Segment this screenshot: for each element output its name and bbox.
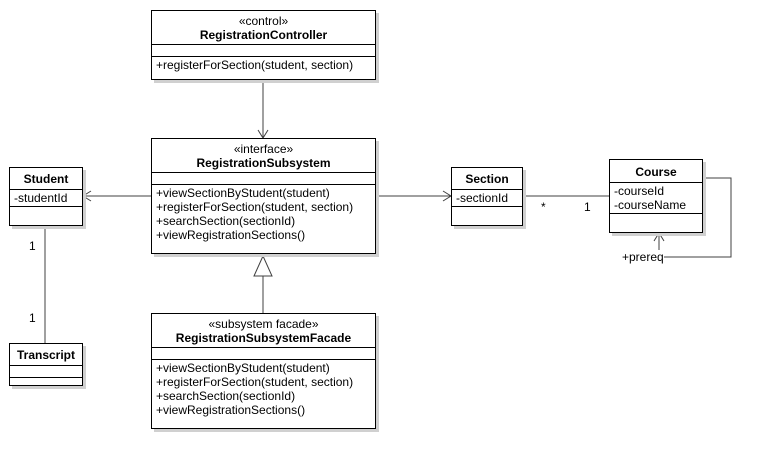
course-multiplicity: 1 <box>584 200 591 214</box>
attribute: -courseName <box>614 198 687 212</box>
class-registration-subsystem[interactable]: «interface» RegistrationSubsystem +viewS… <box>151 138 376 254</box>
operation: +viewRegistrationSections() <box>156 228 306 242</box>
stereotype-label: «subsystem facade» <box>208 317 319 331</box>
class-transcript[interactable]: Transcript <box>9 343 83 386</box>
class-name: Transcript <box>16 348 76 362</box>
operations-section <box>10 378 82 389</box>
operation: +viewRegistrationSections() <box>156 403 306 417</box>
operations-section <box>610 214 702 225</box>
attribute: -courseId <box>614 184 665 198</box>
prereq-role-label: +prereq <box>622 250 664 264</box>
class-registration-subsystem-facade[interactable]: «subsystem facade» RegistrationSubsystem… <box>151 313 376 429</box>
class-section[interactable]: Section -sectionId <box>451 167 523 226</box>
class-course[interactable]: Course -courseId -courseName <box>609 159 703 233</box>
class-name: RegistrationSubsystemFacade <box>175 331 352 345</box>
attributes-section <box>10 366 82 378</box>
course-prereq-arrowhead <box>653 232 665 242</box>
class-student[interactable]: Student -studentId <box>9 167 83 226</box>
subsystem-to-student-arrowhead <box>82 190 92 202</box>
operation: +registerForSection(student, section) <box>156 375 354 389</box>
class-name: Student <box>23 172 69 186</box>
class-name: Section <box>465 172 509 186</box>
course-prereq-loop <box>658 177 732 258</box>
attribute: -sectionId <box>456 191 509 205</box>
operations-section <box>10 207 82 218</box>
class-name: RegistrationController <box>199 28 328 42</box>
attributes-section: -courseId -courseName <box>610 183 702 214</box>
class-header: «control» RegistrationController <box>152 11 375 45</box>
attributes-section: -sectionId <box>452 190 522 207</box>
class-header: Course <box>610 160 702 183</box>
operation: +searchSection(sectionId) <box>156 214 296 228</box>
student-multiplicity: 1 <box>29 239 36 253</box>
operations-section: +viewSectionByStudent(student) +register… <box>152 185 375 243</box>
attribute: -studentId <box>14 191 68 205</box>
class-header: Section <box>452 168 522 190</box>
attributes-section <box>152 45 375 57</box>
class-name: Course <box>635 165 677 179</box>
class-header: «interface» RegistrationSubsystem <box>152 139 375 173</box>
operation: +registerForSection(student, section) <box>156 200 354 214</box>
operations-section: +registerForSection(student, section) <box>152 57 375 73</box>
section-multiplicity: * <box>541 200 546 214</box>
class-header: Transcript <box>10 344 82 366</box>
class-header: Student <box>10 168 82 190</box>
stereotype-label: «interface» <box>233 142 294 156</box>
operation: +viewSectionByStudent(student) <box>156 186 330 200</box>
operation: +searchSection(sectionId) <box>156 389 296 403</box>
realization-triangle <box>253 254 273 277</box>
class-name: RegistrationSubsystem <box>196 156 331 170</box>
class-registration-controller[interactable]: «control» RegistrationController +regist… <box>151 10 376 80</box>
stereotype-label: «control» <box>238 14 289 28</box>
operation: +viewSectionByStudent(student) <box>156 361 330 375</box>
operation: +registerForSection(student, section) <box>156 58 354 72</box>
class-header: «subsystem facade» RegistrationSubsystem… <box>152 314 375 348</box>
attributes-section <box>152 348 375 360</box>
operations-section: +viewSectionByStudent(student) +register… <box>152 360 375 418</box>
transcript-multiplicity: 1 <box>29 311 36 325</box>
attributes-section <box>152 173 375 185</box>
attributes-section: -studentId <box>10 190 82 207</box>
operations-section <box>452 207 522 218</box>
